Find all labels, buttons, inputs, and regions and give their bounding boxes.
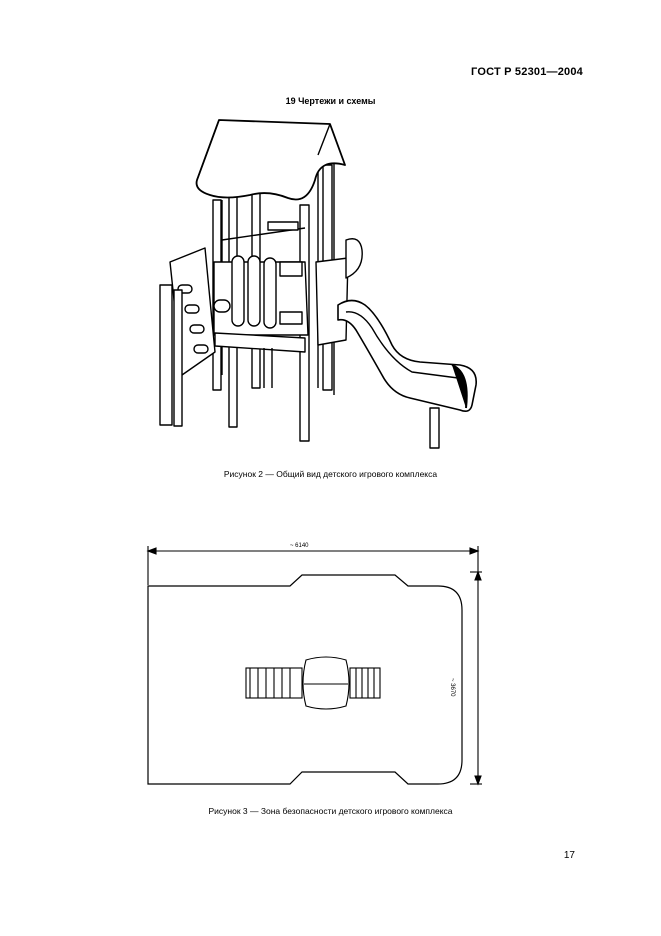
width-dimension-label: ~ 6140	[288, 543, 311, 549]
standard-code: ГОСТ Р 52301—2004	[471, 66, 583, 78]
section-heading: 19 Чертежи и схемы	[285, 96, 376, 106]
page-number: 17	[563, 850, 575, 861]
height-dimension-label: ~ 3670	[449, 676, 455, 699]
figure-2-caption: Рисунок 2 — Общий вид детского игрового …	[223, 469, 438, 479]
figure-3-caption: Рисунок 3 — Зона безопасности детского и…	[208, 806, 453, 816]
